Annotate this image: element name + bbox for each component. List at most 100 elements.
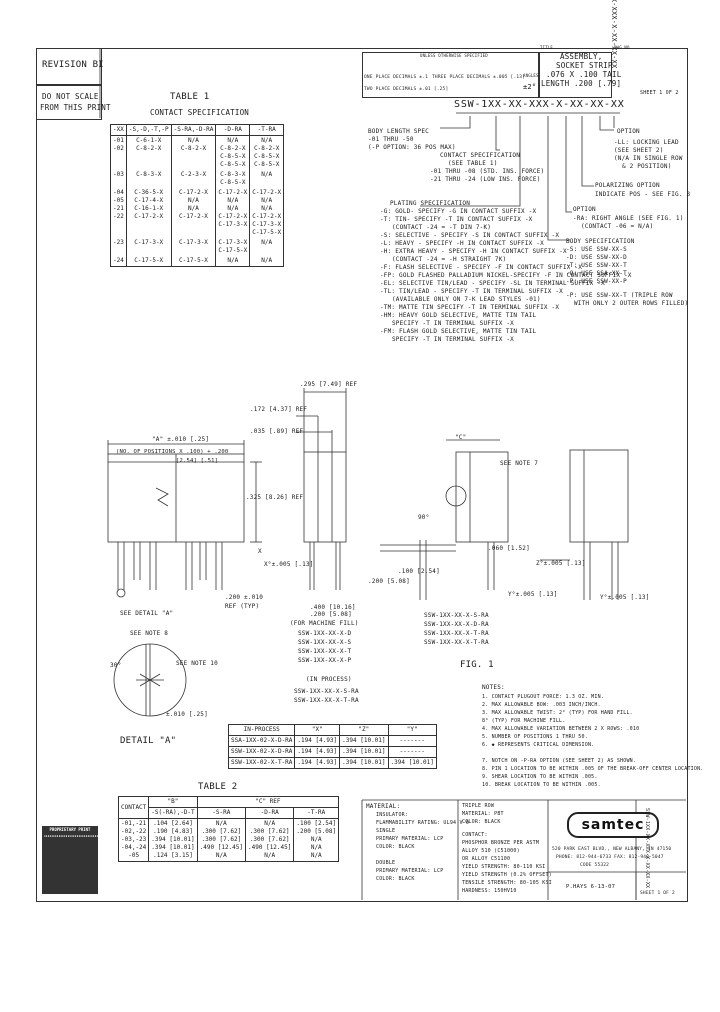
dim-005c: Z°±.005 [.13] bbox=[536, 560, 586, 567]
callout: (AVAILABLE ONLY ON 7-K LEAD STYLES -01) bbox=[392, 296, 541, 303]
callout: (N/A IN SINGLE ROW bbox=[614, 155, 683, 162]
callout: CONTACT SPECIFICATION bbox=[440, 152, 521, 159]
table2-contact-header: CONTACT bbox=[117, 796, 150, 819]
callout: -TL: TIN/LEAD - SPECIFY -T IN TERMINAL S… bbox=[380, 288, 563, 295]
in-process-cell: SSA-1XX-02-X-D-RA bbox=[227, 735, 296, 747]
fig1-label: FIG. 1 bbox=[460, 660, 494, 670]
contact-line: YIELD STRENGTH: 80-110 KSI bbox=[462, 864, 546, 870]
table2: CONTACT "B" "C" REF -S(-RA),-D-T -S-RA -… bbox=[117, 796, 340, 862]
callout: BODY LENGTH SPEC bbox=[368, 128, 429, 135]
note-x: X bbox=[258, 548, 262, 555]
table2-cell: .100 [2.54] .200 [5.08] N/A N/A N/A bbox=[293, 818, 340, 862]
callout: (SEE SHEET 2) bbox=[614, 147, 664, 154]
table-row: -01,-21 -02,-22 -03,-23 -04,-24 -05 .104… bbox=[117, 818, 340, 862]
table-row: SSW-1XX-02-X-D-RA .194 [4.93] .394 [10.0… bbox=[227, 746, 437, 758]
in-process-header: IN-PROCESS bbox=[227, 724, 296, 736]
tolerance-header: UNLESS OTHERWISE SPECIFIED bbox=[420, 53, 488, 58]
three-place: THREE PLACE DECIMALS ±.005 [.13] bbox=[432, 75, 526, 80]
note: 5. NUMBER OF POSITIONS 1 THRU 50. bbox=[482, 734, 588, 740]
revision-box bbox=[36, 48, 102, 86]
in-process-cell: ------- bbox=[387, 746, 437, 758]
contact-line: HARDNESS: 150HV10 bbox=[462, 888, 517, 894]
table2-subheader: -D-RA bbox=[245, 807, 295, 819]
notes-title: NOTES: bbox=[482, 684, 505, 691]
in-process-cell: .194 [4.93] bbox=[294, 735, 341, 747]
callout: -Q: USE SSA-XX-T bbox=[566, 270, 627, 277]
callout: -LL: LOCKING LEAD bbox=[614, 139, 679, 146]
contact-line: YIELD STRENGTH (0.2% OFFSET) bbox=[462, 872, 552, 878]
dim-100: .100 [2.54] bbox=[398, 568, 440, 575]
see-note-8: SEE NOTE 8 bbox=[130, 630, 169, 637]
dim-200: .200 ±.010 bbox=[225, 594, 264, 601]
table2-cell: .104 [2.64] .190 [4.83] .394 [10.01] .39… bbox=[148, 818, 198, 862]
callout: -EL: SELECTIVE TIN/LEAD - SPECIFY -SL IN… bbox=[380, 280, 605, 287]
detail-a-label: DETAIL "A" bbox=[120, 736, 177, 746]
ref-325: .325 [8.26] REF bbox=[246, 494, 304, 501]
note: 1. CONTACT PLUGOUT FORCE: 1.3 OZ. MIN. bbox=[482, 694, 604, 700]
fig-part: SSW-1XX-XX-X-S-RA bbox=[424, 612, 489, 619]
ref-295: .295 [7.49] REF bbox=[300, 381, 358, 388]
in-process-cell: SSW-1XX-02-X-D-RA bbox=[227, 746, 296, 758]
callout: SPECIFY -T IN TERMINAL SUFFIX -X bbox=[392, 320, 514, 327]
callout: OPTION bbox=[617, 128, 640, 135]
contact-line: CONTACT: bbox=[462, 832, 488, 838]
in-process-cell: .394 [10.01] bbox=[339, 757, 389, 769]
table1-cell: C-17-2-X N/A N/A C-17-2-X C-17-3-X bbox=[215, 188, 251, 238]
drawing-sheet bbox=[36, 48, 688, 902]
table-row: -24 C-17-5-X C-17-5-X N/A N/A bbox=[110, 256, 285, 267]
single-material: PRIMARY MATERIAL: LCP bbox=[376, 836, 444, 842]
dim-a-formula: (NO. OF POSITIONS X .100) + .200 bbox=[116, 449, 229, 455]
table1-header: -XX bbox=[110, 124, 127, 136]
title-line1: ASSEMBLY, bbox=[560, 52, 603, 61]
table2-b-header: "B" bbox=[148, 796, 198, 808]
ref-035: .035 [.89] REF bbox=[250, 428, 304, 435]
callout: -S: SELECTIVE - SPECIFY -S IN CONTACT SU… bbox=[380, 232, 560, 239]
callout: -FM: FLASH GOLD SELECTIVE, MATTE TIN TAI… bbox=[380, 328, 537, 335]
fig-part: SSW-1XX-XX-X-D-RA bbox=[424, 621, 489, 628]
ref-typ: REF (TYP) bbox=[225, 603, 260, 610]
note: 7. NOTCH ON -P-RA OPTION (SEE SHEET 2) A… bbox=[482, 758, 637, 764]
table-row: -01 -02 C-6-1-X C-8-2-X N/A C-8-2-X N/A … bbox=[110, 135, 285, 170]
callout: -P: USE SSW-XX-T (TRIPLE ROW bbox=[566, 292, 673, 299]
callout: -F: FLASH SELECTIVE - SPECIFY -F IN CONT… bbox=[380, 264, 583, 271]
table1-cell: N/A C-8-2-X C-8-5-X C-8-5-X bbox=[249, 135, 285, 170]
table2-subheader: -S-RA bbox=[196, 807, 247, 819]
note: 8. PIN 1 LOCATION TO BE WITHIN .005 OF T… bbox=[482, 766, 704, 772]
angles-value: ±2° bbox=[523, 83, 537, 91]
tolerance-block bbox=[362, 52, 540, 98]
revision-label: REVISION BI bbox=[42, 60, 104, 70]
sheet-label-top: SHEET 1 OF 2 bbox=[640, 90, 679, 96]
dwg-no-vertical-bottom: SSW-1XX-XX-XXX-X-XX-XX-XX bbox=[644, 808, 650, 889]
see-note-7: SEE NOTE 7 bbox=[500, 460, 539, 467]
in-process-label: (IN PROCESS) bbox=[306, 676, 352, 683]
table1-cell: C-17-2-X N/A N/A C-17-2-X C-17-3-X C-17-… bbox=[249, 188, 285, 238]
callout: OPTION bbox=[573, 206, 596, 213]
single-label: SINGLE bbox=[376, 828, 396, 834]
dim-a-label: "A" ±.010 [.25] bbox=[152, 436, 210, 443]
dim-060: .060 [1.52] bbox=[488, 545, 530, 552]
in-process-part: SSW-1XX-XX-X-T-RA bbox=[294, 697, 359, 704]
note: 3. MAX ALLOWABLE TWIST: 2° (TYP) FOR HAN… bbox=[482, 710, 633, 716]
note: 9. SHEAR LOCATION TO BE WITHIN .005. bbox=[482, 774, 598, 780]
triple-line: TRIPLE ROW bbox=[462, 803, 495, 809]
callout: -D: USE SSW-XX-D bbox=[566, 254, 627, 261]
dim-200b: .200 [5.08] bbox=[368, 578, 410, 585]
machine-part: SSW-1XX-XX-X-P bbox=[298, 657, 352, 664]
table1-cell: N/A bbox=[249, 170, 285, 188]
double-material: PRIMARY MATERIAL: LCP bbox=[376, 868, 444, 874]
insulator-spec: FLAMMABILITY RATING: UL94 V-0 bbox=[376, 820, 470, 826]
triple-line: COLOR: BLACK bbox=[462, 819, 501, 825]
in-process-cell: .194 [4.93] bbox=[294, 746, 341, 758]
in-process-cell: .394 [10.01] bbox=[339, 746, 389, 758]
proprietary-title: PROPRIETARY PRINT bbox=[49, 827, 91, 832]
callout: -RA: RIGHT ANGLE (SEE FIG. 1) bbox=[573, 215, 684, 222]
callout: -L: HEAVY - SPECIFY -H IN CONTACT SUFFIX… bbox=[380, 240, 544, 247]
table2-cell: N/A .300 [7.62] .300 [7.62] .490 [12.45]… bbox=[196, 818, 247, 862]
title-line3: .076 X .100 TAIL bbox=[546, 70, 622, 79]
dim-010: ±.010 [.25] bbox=[166, 711, 208, 718]
callout: PLATING SPECIFICATION bbox=[390, 200, 471, 207]
sheet-label-bottom: SHEET 1 OF 2 bbox=[640, 891, 675, 896]
double-label: DOUBLE bbox=[376, 860, 396, 866]
table1: -XX -S,-D,-T,-P -S-RA,-D-RA -D-RA -T-RA … bbox=[110, 124, 285, 267]
